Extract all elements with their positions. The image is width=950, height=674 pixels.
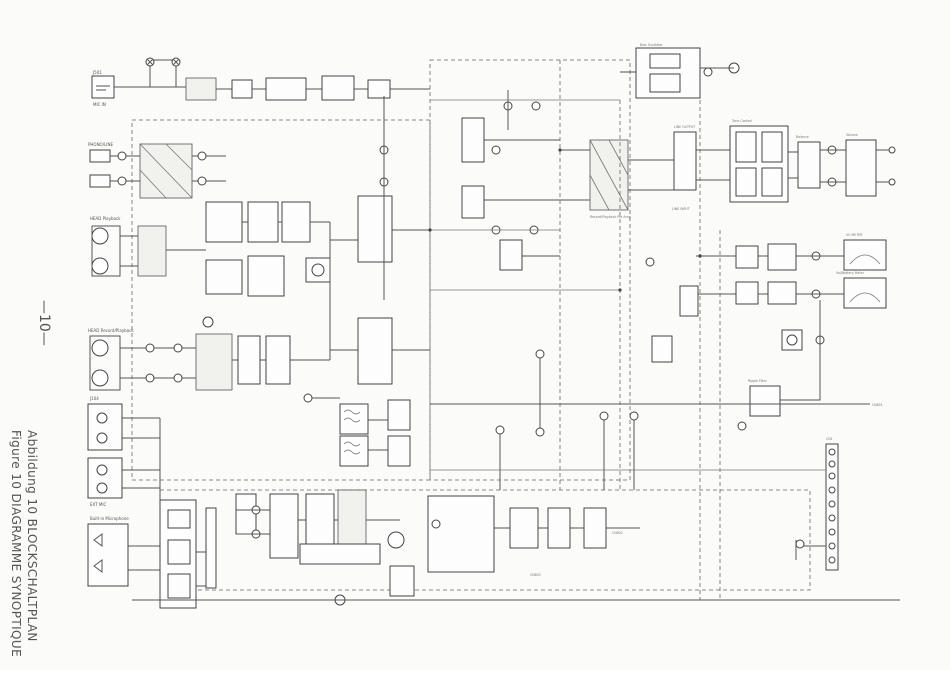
svg-text:Balance: Balance: [796, 135, 809, 139]
playback-head: HEAD Playback: [90, 216, 121, 277]
svg-text:PHONO/LINE: PHONO/LINE: [88, 142, 113, 147]
page-title: Abbildung 10 BLOCKSCHALTPLAN Figure 10 D…: [9, 430, 39, 657]
left-section-frame: [131, 119, 431, 481]
line-amp: [673, 131, 697, 191]
svg-text:Volume: Volume: [846, 133, 858, 137]
svg-text:LINE INPUT: LINE INPUT: [672, 207, 690, 211]
svg-text:Ripple Filter: Ripple Filter: [748, 379, 768, 383]
tone-filter-2: [357, 317, 393, 385]
mic-amp-block: [185, 77, 217, 101]
j104-jack: J104: [87, 396, 123, 451]
svg-text:HEAD Playback: HEAD Playback: [90, 216, 121, 221]
builtin-microphone: Built-in Microphone: [87, 516, 129, 587]
svg-text:CN801: CN801: [872, 403, 883, 407]
ripple-filter: [749, 385, 781, 417]
battery-meter: [843, 277, 887, 309]
page-number: —10—: [36, 300, 52, 346]
center-section-frame: [429, 59, 631, 481]
ext-mic-jack: EXT MIC: [87, 457, 123, 507]
rec-pb-preamp: [195, 333, 233, 391]
svg-text:Built-in Microphone: Built-in Microphone: [90, 516, 129, 521]
svg-text:J104: J104: [89, 396, 99, 401]
svg-text:CN802: CN802: [612, 531, 623, 535]
head-preamp: [137, 225, 167, 277]
mic-fader: [461, 117, 485, 163]
svg-text:HEAD Record/Playback: HEAD Record/Playback: [88, 328, 134, 333]
mic-mixer: [461, 185, 485, 219]
balance-control: [797, 141, 821, 189]
svg-text:LINE OUTPUT: LINE OUTPUT: [674, 125, 695, 129]
svg-text:VU METER: VU METER: [846, 233, 863, 237]
svg-text:Bias Oscillator: Bias Oscillator: [640, 43, 663, 47]
phono-line-input: PHONO/LINE: [88, 142, 113, 188]
tone-filter-1: [357, 195, 393, 263]
svg-text:Record/Playback Pre Amp: Record/Playback Pre Amp: [590, 215, 631, 219]
svg-text:Vol/Battery Meter: Vol/Battery Meter: [836, 271, 865, 275]
title-line-2: Figure 10 DIAGRAMME SYNOPTIQUE: [9, 430, 23, 657]
svg-text:CN1: CN1: [826, 437, 833, 441]
rec-level-ctrl: [499, 239, 523, 271]
mic-input-jack: J501 MIC IN: [91, 70, 115, 107]
bias-osc-bottom: [427, 495, 495, 573]
svg-text:CN803: CN803: [530, 573, 541, 577]
svg-text:—10—: —10—: [36, 300, 52, 346]
title-line-1: Abbildung 10 BLOCKSCHALTPLAN: [25, 430, 39, 642]
record-playback-head: HEAD Record/Playback: [88, 328, 134, 391]
svg-text:MIC IN: MIC IN: [93, 102, 106, 107]
svg-text:Tone Control: Tone Control: [731, 119, 752, 123]
rec-select-switch: [299, 543, 381, 565]
svg-text:J501: J501: [92, 70, 102, 75]
volume-control: [845, 139, 877, 197]
svg-text:EXT MIC: EXT MIC: [90, 502, 107, 507]
